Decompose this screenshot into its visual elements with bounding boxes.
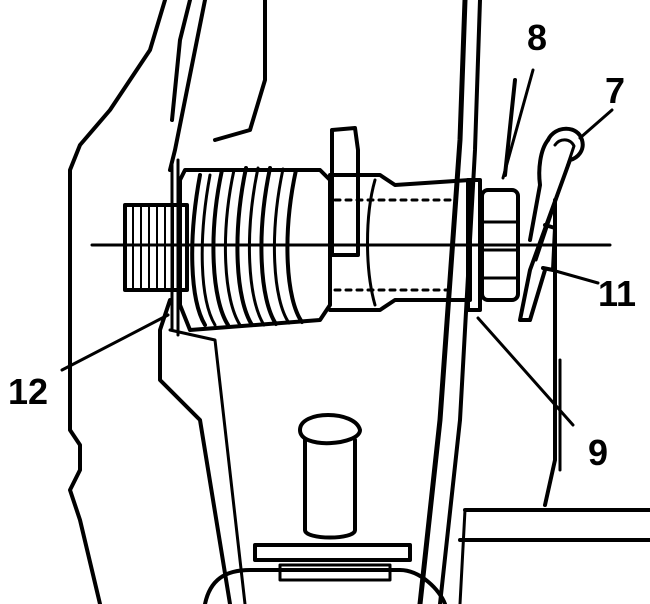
spring-coil-1 <box>190 173 207 327</box>
leader-12 <box>60 313 170 372</box>
shaft-end-left <box>366 178 377 307</box>
center-bar-left <box>417 0 468 604</box>
boss-stem <box>303 438 357 540</box>
boss-base <box>253 543 412 562</box>
spring-coil-2 <box>211 168 230 327</box>
right-bracket <box>503 78 517 177</box>
cotter-pin-leg <box>528 138 550 242</box>
lower-pin-boss <box>203 413 447 604</box>
leader-lines <box>60 68 614 427</box>
spring-coil-8 <box>247 166 266 327</box>
callout-9: 9 <box>588 432 608 473</box>
torsion-spring <box>170 158 332 337</box>
spring-outline <box>178 168 332 332</box>
splined-shaft-end <box>123 203 189 292</box>
cotter-pin-loop <box>518 126 585 322</box>
shaft-body <box>328 173 472 312</box>
bottom-cross-bar <box>203 568 447 604</box>
boss-cap <box>298 413 362 446</box>
callout-8: 8 <box>527 17 547 58</box>
spring-coil-3 <box>235 166 254 327</box>
nut-body <box>480 188 520 302</box>
spring-coil-9 <box>272 167 291 325</box>
right-bracket-lower <box>543 198 557 507</box>
castle-nut <box>480 188 520 302</box>
housing-frame <box>68 0 650 604</box>
callout-12: 12 <box>8 371 48 412</box>
leader-8 <box>501 68 535 180</box>
callout-11: 11 <box>598 273 636 314</box>
spring-coil-7 <box>223 168 242 327</box>
callout-7: 7 <box>605 70 625 111</box>
left-housing-outline <box>68 0 167 604</box>
left-inner-frame <box>168 0 207 172</box>
left-inner-frame-2 <box>170 0 192 122</box>
bottom-cross-bar-inner <box>278 563 392 582</box>
leader-7 <box>578 108 614 140</box>
bottom-right-plate-3 <box>458 508 467 604</box>
leader-11 <box>550 268 600 285</box>
nut-facets <box>480 220 520 280</box>
spring-coil-6 <box>200 173 217 327</box>
leader-9 <box>476 316 575 427</box>
spring-tang <box>330 126 360 257</box>
spring-coil-5 <box>285 168 304 324</box>
spring-washer <box>170 158 180 337</box>
pin-end <box>541 223 557 272</box>
center-top-edge <box>213 0 267 142</box>
spline-teeth <box>132 204 182 291</box>
cotter-pin-inner <box>534 138 576 262</box>
spring-coil-4 <box>259 166 278 326</box>
cotter-pin <box>518 126 585 322</box>
left-lower-block-2 <box>168 328 247 604</box>
left-lower-block <box>158 298 232 604</box>
